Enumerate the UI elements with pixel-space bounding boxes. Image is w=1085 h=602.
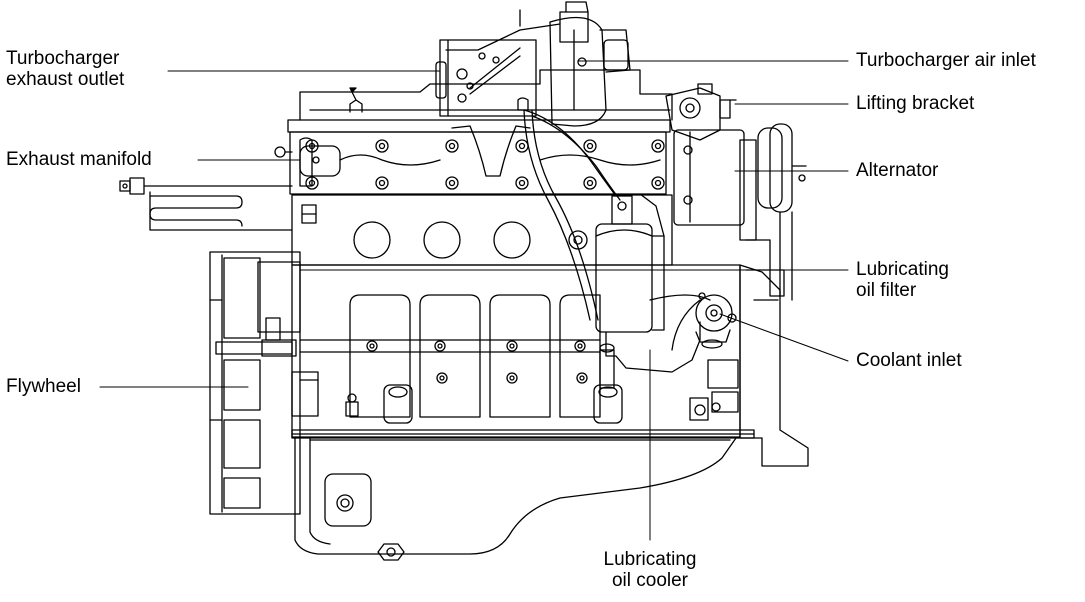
label-turbocharger-exhaust-outlet: Turbocharger exhaust outlet	[6, 48, 124, 90]
label-coolant-inlet: Coolant inlet	[856, 350, 962, 371]
label-alternator: Alternator	[856, 160, 939, 181]
wire-harness	[119, 177, 293, 231]
coolant-inlet-housing	[695, 292, 737, 349]
label-lubricating-oil-filter-line1: Lubricating	[856, 259, 949, 280]
alternator	[673, 123, 807, 301]
label-exhaust-manifold: Exhaust manifold	[6, 149, 152, 170]
label-flywheel: Flywheel	[6, 376, 81, 397]
front-cover	[689, 264, 809, 467]
oil-pan	[294, 437, 737, 561]
exhaust-manifold	[274, 119, 671, 195]
rocker-cover	[299, 69, 673, 121]
label-lubricating-oil-filter-line2: oil filter	[856, 280, 917, 301]
label-lubricating-oil-cooler: Lubricating oil cooler	[590, 549, 710, 591]
label-lifting-bracket: Lifting bracket	[856, 93, 975, 114]
flywheel-housing	[209, 251, 301, 515]
label-lubricating-oil-cooler-line2: oil cooler	[611, 570, 689, 591]
oil-cooler	[599, 294, 711, 389]
oil-lines	[523, 109, 621, 321]
turbocharger	[435, 1, 631, 127]
label-lubricating-oil-filter: Lubricating oil filter	[856, 259, 949, 301]
label-turbocharger-air-inlet: Turbocharger air inlet	[856, 50, 1036, 71]
label-lubricating-oil-cooler-line1: Lubricating	[603, 549, 697, 570]
oil-filter	[595, 193, 665, 333]
label-turbocharger-exhaust-outlet-line2: exhaust outlet	[6, 69, 125, 90]
label-turbocharger-exhaust-outlet-line1: Turbocharger	[6, 48, 120, 69]
lifting-bracket	[665, 83, 737, 141]
